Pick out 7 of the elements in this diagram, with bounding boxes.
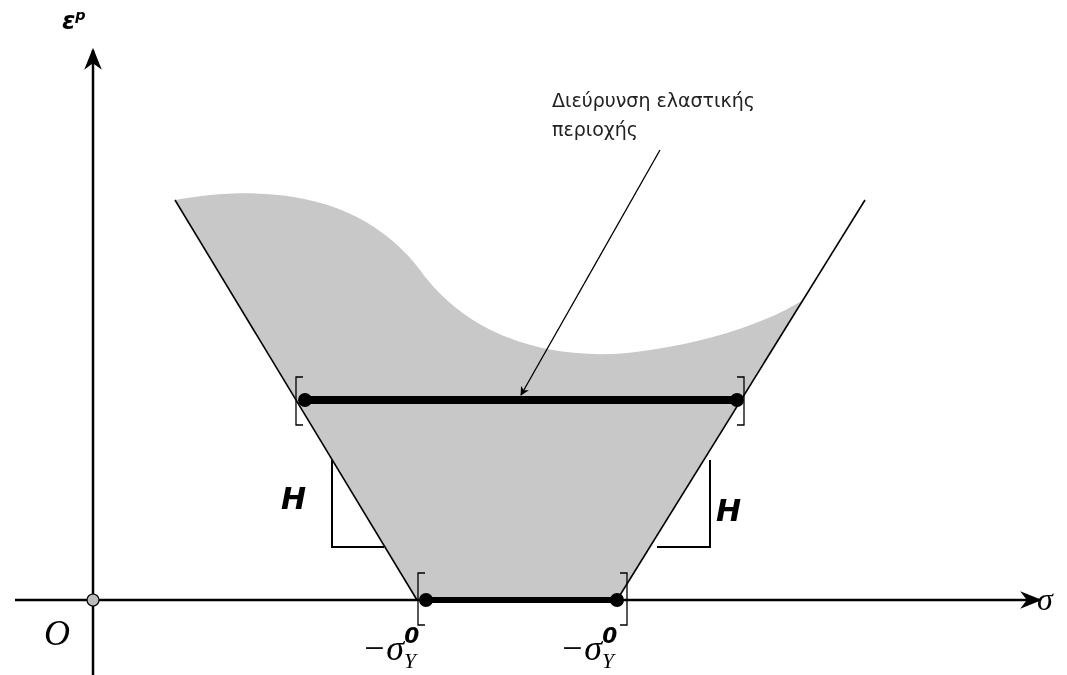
axis-label: ε$^{p}$ <box>62 8 86 35</box>
axis-label: σ <box>1037 582 1053 618</box>
slope-label: H <box>281 482 307 515</box>
origin-label: O <box>44 614 70 654</box>
slope-label: H <box>716 494 742 527</box>
callout-text: Διεύρυνση ελαστικής περιοχής <box>552 88 756 142</box>
leader-arrow <box>520 149 661 396</box>
